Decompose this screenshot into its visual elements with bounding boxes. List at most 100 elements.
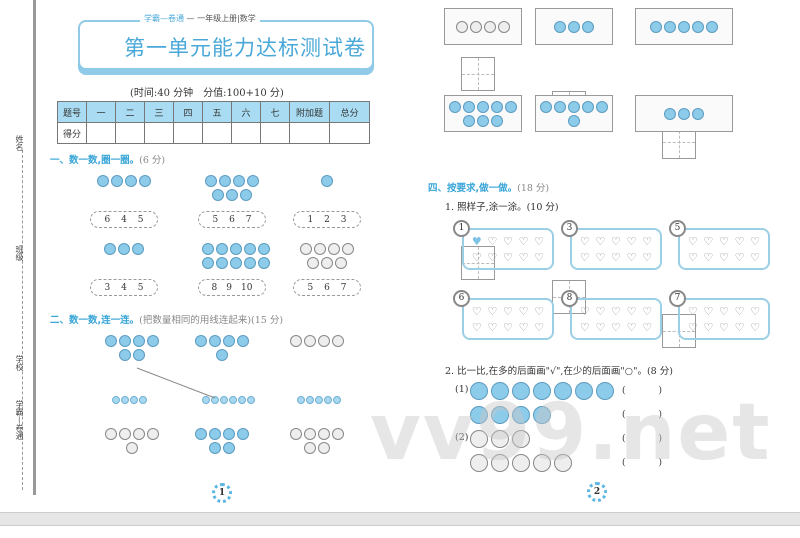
picture-item xyxy=(554,100,566,113)
heart-icon: ♡ xyxy=(595,235,606,248)
compare-row xyxy=(470,406,551,424)
bead xyxy=(229,396,237,404)
picture-item xyxy=(195,335,207,347)
picture-group xyxy=(539,100,609,127)
picture-item xyxy=(125,175,137,187)
heart-icon: ♡ xyxy=(750,251,761,264)
page-number-2: 2 xyxy=(587,482,607,502)
heart-icon: ♡ xyxy=(703,235,714,248)
picture-item xyxy=(692,20,704,33)
picture-item xyxy=(582,100,594,113)
heart-icon: ♡ xyxy=(687,235,698,248)
picture-item xyxy=(230,257,242,269)
score-table: 题号一二三四五六七附加题总分得分 xyxy=(57,101,370,144)
heart-icon: ♡ xyxy=(534,251,545,264)
heart-icon: ♡ xyxy=(471,251,482,264)
heart-icon: ♡ xyxy=(734,305,745,318)
heart-box: ♥♡♡♡♡♡♡♡♡♡ xyxy=(462,228,554,270)
compare-row xyxy=(470,430,530,448)
answer-parentheses: () xyxy=(622,410,662,420)
picture-frame xyxy=(635,95,733,132)
heart-icon: ♡ xyxy=(518,305,529,318)
picture-item xyxy=(456,20,468,33)
heart-icon: ♡ xyxy=(534,321,545,334)
picture-item xyxy=(219,175,231,187)
picture-item xyxy=(111,175,123,187)
picture-item xyxy=(244,243,256,255)
picture-frame xyxy=(444,8,522,45)
heart-icon: ♡ xyxy=(626,305,637,318)
picture-group xyxy=(295,243,359,269)
heart-icon: ♡ xyxy=(579,235,590,248)
heart-icon: ♡ xyxy=(719,321,729,334)
compare-row xyxy=(470,382,614,400)
picture-item xyxy=(342,243,354,255)
picture-item xyxy=(223,442,235,454)
bead xyxy=(202,396,210,404)
picture-item xyxy=(104,243,116,255)
page-gap-bar xyxy=(0,512,800,526)
heart-icon: ♡ xyxy=(534,305,545,318)
picture-item xyxy=(133,349,145,361)
picture-group xyxy=(92,175,156,187)
class-label: 班级 xyxy=(15,245,24,261)
picture-item xyxy=(258,243,270,255)
number-badge: 1 xyxy=(453,220,470,237)
heart-icon: ♡ xyxy=(642,321,653,334)
picture-item xyxy=(498,20,510,33)
picture-item xyxy=(568,100,580,113)
picture-item xyxy=(216,257,228,269)
score-header-cell: 六 xyxy=(231,101,261,123)
score-header-cell: 总分 xyxy=(329,101,370,123)
exam-meta: (时间:40 分钟 分值:100+10 分) xyxy=(130,88,284,99)
picture-item xyxy=(678,20,690,33)
picture-item xyxy=(307,257,319,269)
bead xyxy=(139,396,147,404)
option-number: 4 xyxy=(121,282,127,293)
bead xyxy=(220,396,228,404)
option-number: 10 xyxy=(241,282,253,293)
picture-item xyxy=(237,335,249,347)
picture-item xyxy=(533,382,551,400)
picture-item xyxy=(119,349,131,361)
title-banner: 学霸—卷通 — 一年级上册|数学 第一单元能力达标测试卷 xyxy=(78,13,374,70)
number-badge: 6 xyxy=(453,290,470,307)
picture-item xyxy=(223,335,235,347)
picture-item xyxy=(237,428,249,440)
picture-item xyxy=(470,454,488,472)
picture-item xyxy=(318,335,330,347)
bead xyxy=(333,396,341,404)
picture-item xyxy=(290,335,302,347)
heart-icon: ♡ xyxy=(611,251,621,264)
option-number: 3 xyxy=(340,214,347,225)
picture-item xyxy=(212,189,224,201)
paren: ) xyxy=(658,434,662,444)
picture-item xyxy=(205,175,217,187)
picture-item xyxy=(147,428,159,440)
option-number: 7 xyxy=(340,282,347,293)
picture-item xyxy=(706,20,718,33)
bead xyxy=(130,396,138,404)
heart-box: ♡♡♡♡♡♡♡♡♡♡ xyxy=(678,228,770,270)
picture-item xyxy=(678,107,690,120)
picture-item xyxy=(209,442,221,454)
picture-item xyxy=(554,454,572,472)
picture-group xyxy=(285,428,349,454)
picture-item xyxy=(470,382,488,400)
heart-icon: ♡ xyxy=(719,235,729,248)
picture-item xyxy=(505,100,517,113)
bead xyxy=(112,396,120,404)
picture-item xyxy=(304,442,316,454)
group-label: (2) xyxy=(455,432,469,443)
picture-item xyxy=(118,243,130,255)
score-header-cell: 七 xyxy=(260,101,290,123)
heart-icon: ♡ xyxy=(518,251,529,264)
heart-icon: ♡ xyxy=(503,251,513,264)
picture-item xyxy=(568,20,580,33)
picture-item xyxy=(300,243,312,255)
picture-item xyxy=(533,454,551,472)
bead xyxy=(324,396,332,404)
page-title: 第一单元能力达标测试卷 xyxy=(124,36,366,60)
